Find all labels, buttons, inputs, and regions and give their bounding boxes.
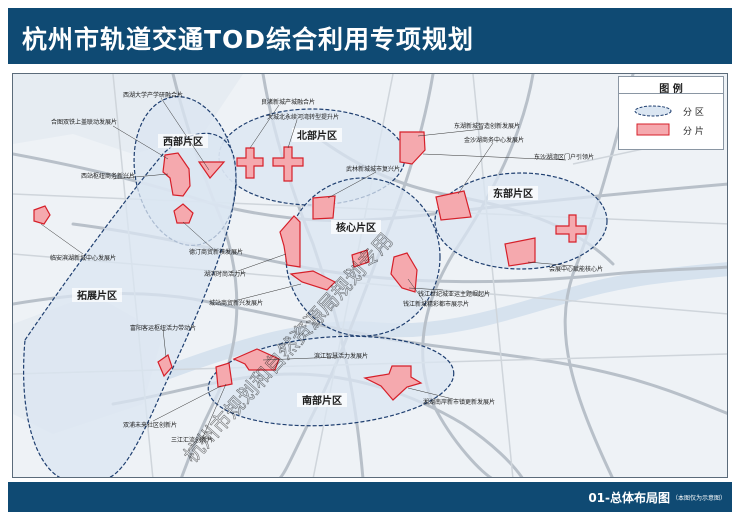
- map-number-title: 01-总体布局图: [588, 491, 670, 505]
- legend-panel: 图 例 分 区 分 片: [618, 76, 724, 150]
- district-label: 南部片区: [302, 394, 342, 407]
- parcel-xianghu[interactable]: [363, 365, 423, 401]
- parcel-label: 合图双铁上盖联动发展片: [51, 118, 117, 126]
- legend-row-parcel: 分 片: [629, 123, 719, 139]
- district-label: 东部片区: [493, 187, 533, 200]
- parcel-labels: 西湖大学产学研融合片 良渚新城产城融合片 大城北永续河湾转型提升片 合图双铁上盖…: [50, 91, 603, 444]
- parcel-shuangpu[interactable]: [215, 362, 233, 388]
- legend-parcel-swatch: [636, 123, 670, 136]
- legend-district-swatch: [634, 105, 672, 117]
- parcel-binjiang[interactable]: [232, 348, 280, 371]
- parcel-label: 西站枢纽商务新兴片: [81, 172, 135, 180]
- legend-label: 分 区: [683, 108, 704, 118]
- parcel-lin-an[interactable]: [33, 205, 51, 225]
- legend-label: 分 片: [683, 127, 704, 137]
- parcel-label: 良渚新城产城融合片: [261, 98, 315, 106]
- parcel-label: 大城北永续河湾转型提升片: [267, 113, 339, 121]
- parcel-label: 钱江新城精彩都市展示片: [403, 300, 469, 308]
- parcel-fuyang[interactable]: [157, 354, 173, 378]
- parcel-label: 钱江世纪城亚运主题崛起片: [418, 290, 490, 298]
- parcel-donghu[interactable]: [399, 131, 426, 165]
- district-label: 西部片区: [163, 135, 203, 148]
- map-svg: 北部片区 西部片区 东部片区 核心片区 拓展片区 南部片区 西湖大学产学: [13, 74, 727, 477]
- parcel-core-small[interactable]: [351, 249, 370, 268]
- parcel-label: 湖滨时尚活力片: [204, 270, 246, 278]
- parcel-dachengbei[interactable]: [272, 146, 304, 182]
- parcel-wulin[interactable]: [312, 195, 336, 220]
- parcel-jinshahu[interactable]: [435, 190, 472, 221]
- parcel-label: 滨江智慧活力发展片: [314, 352, 368, 360]
- river: [160, 262, 727, 381]
- parcel-label: 湘湖南岸新市镇更新发展片: [423, 398, 495, 406]
- parcel-label: 东湖新城智造创新发展片: [454, 122, 520, 130]
- parcel-westlake-univ[interactable]: [197, 161, 226, 179]
- legend-title: 图 例: [619, 77, 723, 95]
- parcel-label: 武林新城城市复兴片: [346, 165, 400, 173]
- parcel-label: 富阳客运枢纽活力带动片: [130, 324, 196, 332]
- leader-lines: [40, 97, 574, 438]
- parcel-hubin[interactable]: [279, 215, 301, 268]
- parcel-label: 东沙湖湾区门户引领片: [534, 153, 594, 161]
- parcel-label: 三江汇流创新片: [171, 436, 213, 444]
- district-label: 核心片区: [336, 221, 376, 234]
- district-east[interactable]: [434, 172, 608, 270]
- parcel-label: 西湖大学产学研融合片: [123, 91, 183, 99]
- parcel-label: 金沙湖商务中心发展片: [464, 136, 524, 144]
- footer-bar: 01-总体布局图 （本图仅为示意图）: [8, 482, 732, 512]
- legend-row-district: 分 区: [629, 104, 719, 120]
- parcel-layer: [33, 131, 587, 401]
- parcel-liangzhu[interactable]: [236, 147, 264, 179]
- parcel-label: 德汀商贸新核发展片: [189, 248, 243, 256]
- parcel-label: 城站商贸新兴发展片: [209, 299, 263, 307]
- page-title: 杭州市轨道交通TOD综合利用专项规划: [22, 25, 475, 54]
- parcel-exhibition[interactable]: [504, 237, 536, 267]
- parcel-detang[interactable]: [173, 203, 194, 224]
- title-bar: 杭州市轨道交通TOD综合利用专项规划: [8, 8, 732, 64]
- district-label: 拓展片区: [77, 289, 117, 302]
- map-canvas[interactable]: 北部片区 西部片区 东部片区 核心片区 拓展片区 南部片区 西湖大学产学: [12, 73, 728, 478]
- parcel-label: 双浦未来社区创新片: [123, 421, 177, 429]
- parcel-label: 临安滨湖新城中心发展片: [50, 254, 116, 262]
- parcel-dongshahu[interactable]: [555, 214, 587, 243]
- district-labels: 北部片区 西部片区 东部片区 核心片区 拓展片区 南部片区: [72, 128, 538, 407]
- map-note: （本图仅为示意图）: [671, 495, 726, 502]
- parcel-chengzhan[interactable]: [289, 270, 337, 291]
- parcel-label: 会展中心赋能核心片: [549, 265, 603, 273]
- district-label: 北部片区: [297, 129, 337, 142]
